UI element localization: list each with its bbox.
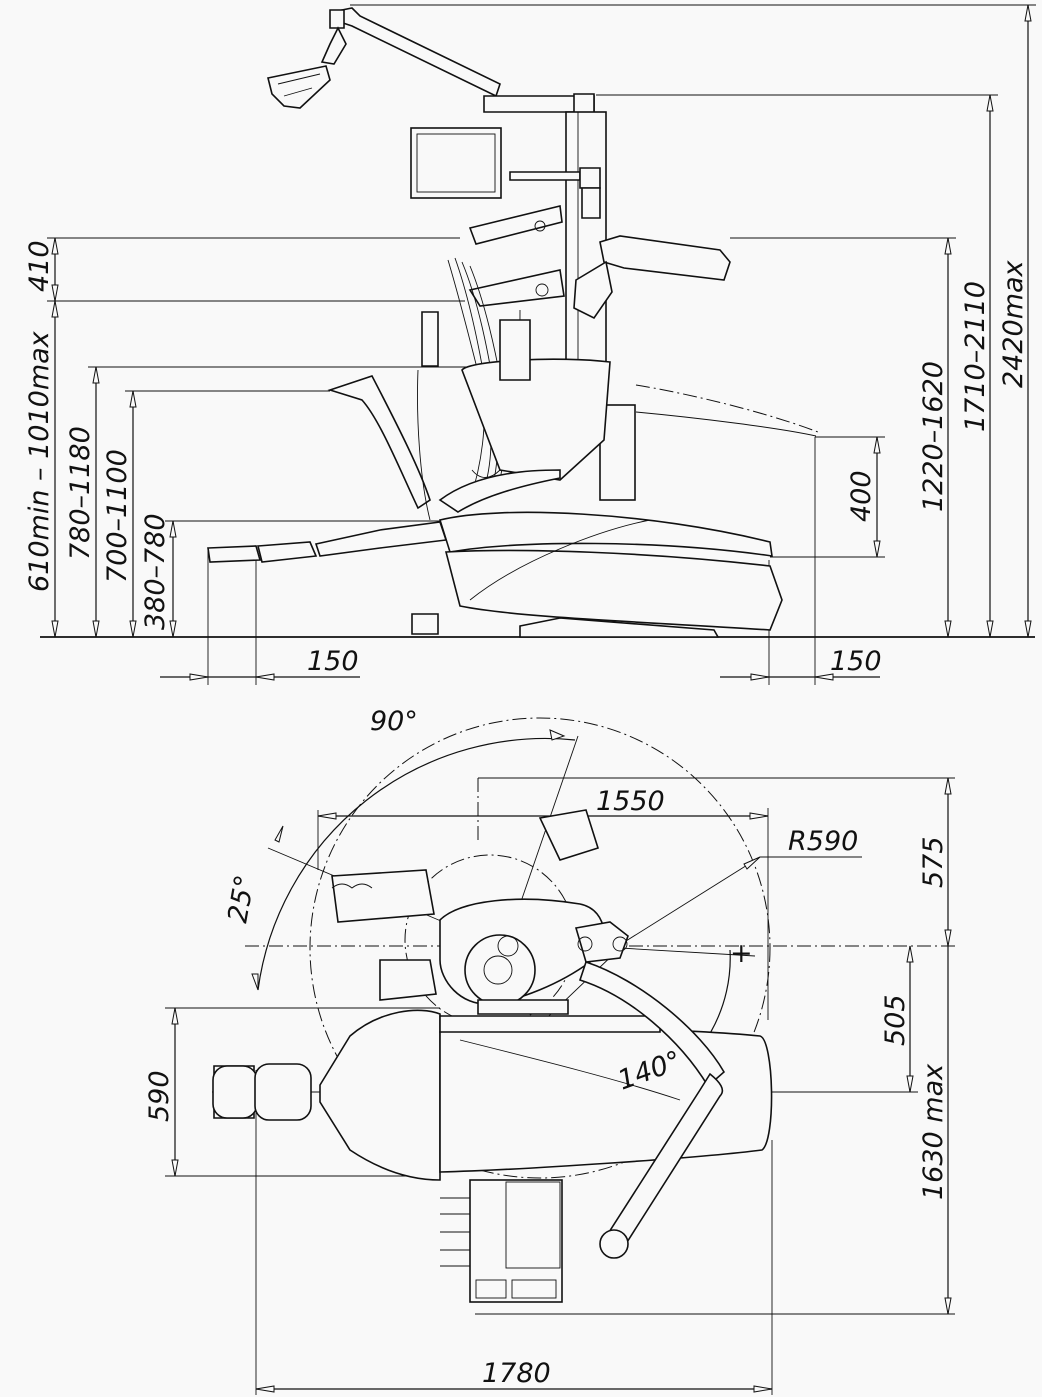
cuspidor-top xyxy=(439,898,629,1015)
dim-575: 575 xyxy=(918,836,949,888)
monitor xyxy=(410,127,601,219)
operating-lamp xyxy=(267,7,595,115)
right-dimension-lines xyxy=(350,4,1036,638)
dim-700-1100: 700–1100 xyxy=(102,449,133,583)
bottom-150-dimensions xyxy=(160,437,880,685)
dim-400: 400 xyxy=(846,470,877,522)
dim-610-1010: 610min – 1010max xyxy=(24,330,55,592)
dim-380-780: 380–780 xyxy=(140,513,171,630)
dim-90deg: 90° xyxy=(370,706,418,737)
svg-text:+: + xyxy=(730,938,753,969)
dim-1550: 1550 xyxy=(596,786,665,817)
top-view: + + xyxy=(144,706,955,1395)
backrest-top xyxy=(319,1009,441,1181)
dim-1780: 1780 xyxy=(482,1358,551,1389)
legrest-extension-outline xyxy=(635,384,819,433)
dim-590: 590 xyxy=(144,1070,175,1122)
left-dimension-lines xyxy=(47,237,475,638)
side-view: 410 610min – 1010max 780–1180 700–1100 3… xyxy=(24,4,1036,685)
dim-25deg: 25° xyxy=(222,873,261,926)
dim-2420max: 2420max xyxy=(998,259,1029,388)
dim-1630max: 1630 max xyxy=(918,1063,949,1200)
r590-circle xyxy=(309,717,771,1179)
headrest-side xyxy=(573,235,731,320)
dim-150-right: 150 xyxy=(830,646,882,677)
doctor-arm xyxy=(578,960,726,1259)
cuspidor-body xyxy=(461,319,611,481)
dim-1220-1620: 1220–1620 xyxy=(918,361,949,512)
legrest xyxy=(207,521,448,563)
backrest xyxy=(327,311,439,521)
assistant-trays-top xyxy=(331,809,600,1001)
dim-1710-2110: 1710–2110 xyxy=(960,281,991,432)
dim-410: 410 xyxy=(24,240,55,292)
dim-505: 505 xyxy=(880,994,911,1046)
chair-base xyxy=(411,469,783,638)
dim-150-left: 150 xyxy=(307,646,359,677)
doctor-unit-table xyxy=(440,1179,563,1303)
dim-r590: R590 xyxy=(788,826,858,857)
assistant-tray xyxy=(468,205,565,307)
arc-90 xyxy=(257,737,576,991)
backrest-extension-outline xyxy=(635,411,817,437)
dim-780-1180: 780–1180 xyxy=(65,426,96,560)
headrest-top xyxy=(212,1063,312,1121)
